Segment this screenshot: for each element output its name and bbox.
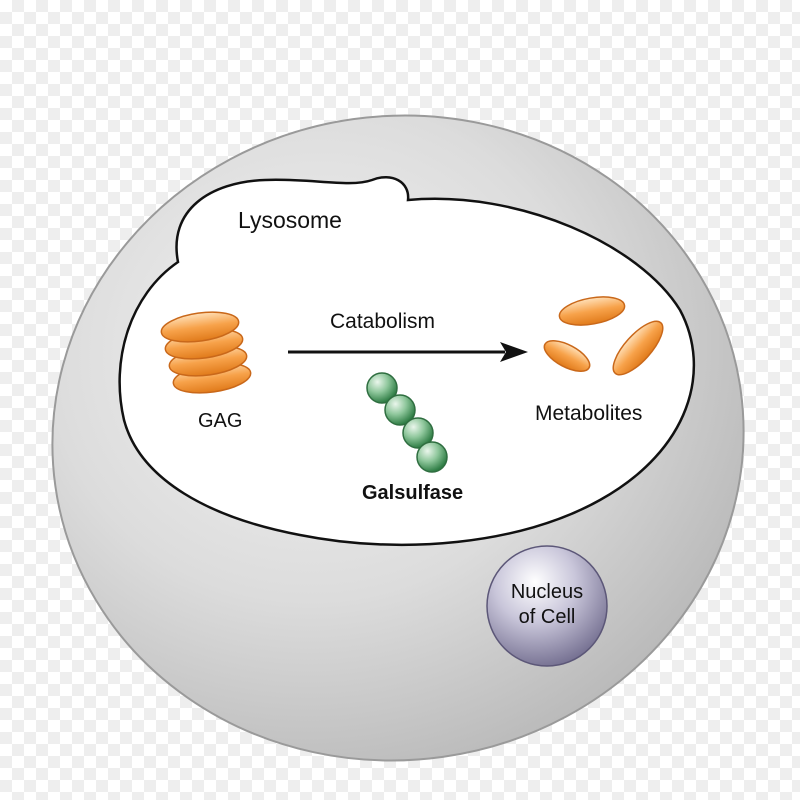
lysosome-label: Lysosome xyxy=(238,207,342,233)
nucleus-label-line1: Nucleus xyxy=(510,581,584,603)
galsulfase-label: Galsulfase xyxy=(362,482,464,504)
nucleus-label: Nucleus of Cell xyxy=(492,580,602,630)
metabolites-label: Metabolites xyxy=(535,402,643,425)
lysosome-membrane xyxy=(118,175,696,547)
gag-label: GAG xyxy=(198,410,243,432)
nucleus-label-line2: of Cell xyxy=(518,606,576,628)
metabolites-icon xyxy=(543,296,664,376)
catabolism-label: Catabolism xyxy=(330,310,436,333)
galsulfase-icon xyxy=(366,372,448,473)
nucleus-icon xyxy=(486,545,608,667)
gag-icon xyxy=(160,311,252,394)
catabolism-arrow xyxy=(288,342,528,362)
